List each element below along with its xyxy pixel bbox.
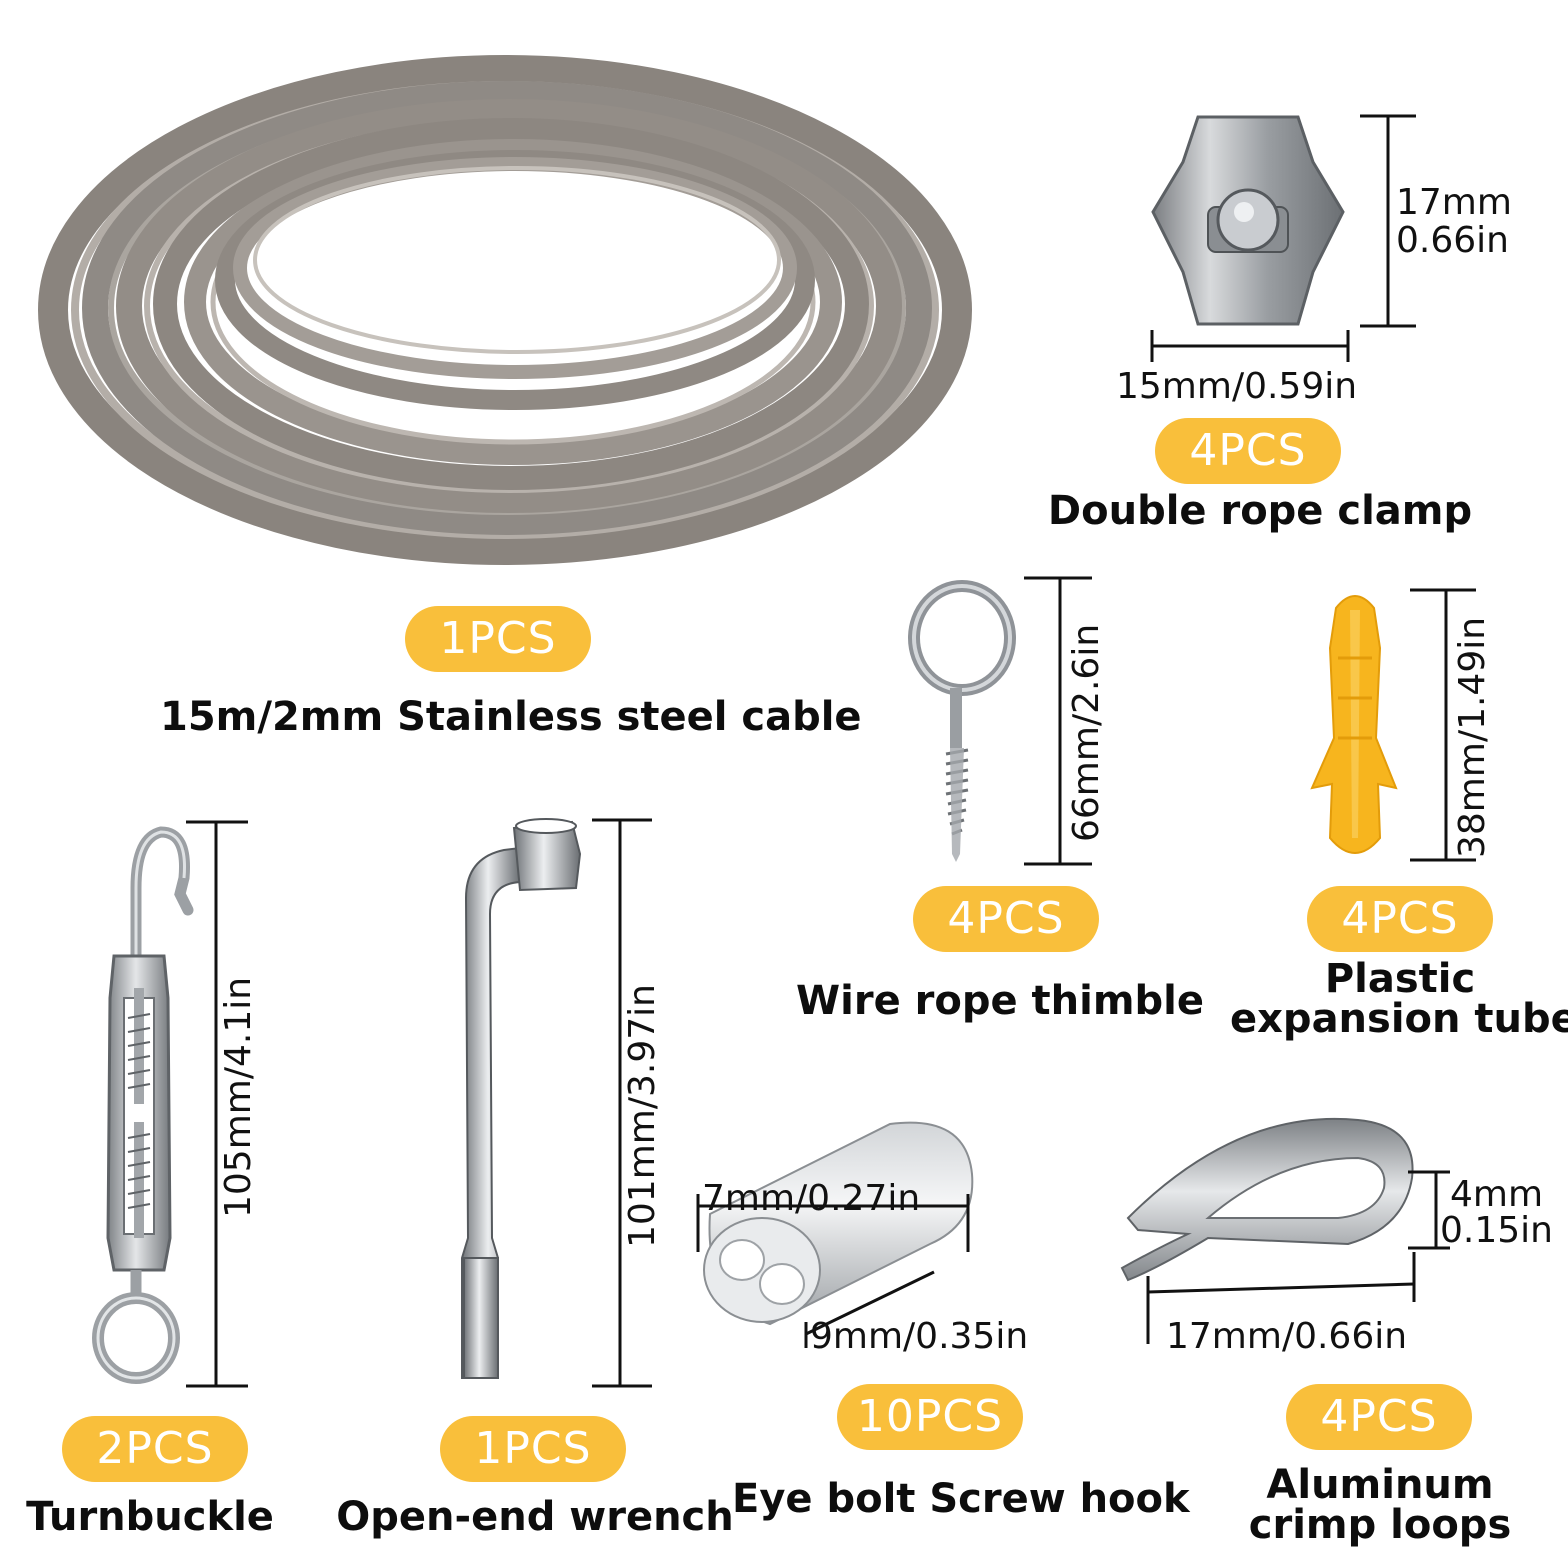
loops-name-line1: Aluminum [1266, 1462, 1494, 1508]
wire-thimble-image [1120, 1117, 1414, 1282]
clamp-width-dimension-line [1150, 330, 1350, 362]
socket-wrench-image [461, 818, 582, 1379]
tube-qty-badge: 4PCS [1307, 886, 1493, 952]
plastic-anchor-dimension: 38mm/1.49in [1452, 616, 1493, 858]
turnbuckle-dimension-line [186, 820, 248, 1388]
turnbuckle-name: Turnbuckle [26, 1494, 274, 1540]
loops-name-line2: crimp loops [1248, 1502, 1512, 1548]
thimble-qty-badge: 4PCS [913, 886, 1099, 952]
sleeve-dimension-lines [696, 1194, 970, 1348]
eyebolt-name: Eye bolt Screw hook [732, 1476, 1190, 1522]
wrench-qty-badge: 1PCS [440, 1416, 626, 1482]
eye-screw-dimension: 66mm/2.6in [1066, 623, 1107, 842]
tube-name-line1: Plastic [1324, 956, 1476, 1002]
clamp-height-mm: 17mm [1396, 182, 1512, 223]
wrench-dimension-line [592, 818, 652, 1388]
cable-qty-badge: 1PCS [405, 606, 591, 672]
clamp-qty-badge: 4PCS [1155, 418, 1341, 484]
plastic-anchor-dimension-line [1410, 588, 1476, 862]
clamp-width: 15mm/0.59in [1116, 366, 1358, 407]
loops-width: 17mm/0.66in [1166, 1316, 1408, 1357]
clamp-height-dimension-line [1360, 114, 1416, 328]
loops-qty-badge: 4PCS [1286, 1384, 1472, 1450]
tube-name-line2: expansion tube [1230, 996, 1568, 1042]
sleeve-dimension-a: 7mm/0.27in [702, 1178, 921, 1219]
turnbuckle-image [92, 826, 194, 1384]
cable-name: 15m/2mm Stainless steel cable [160, 694, 862, 740]
steel-cable-coil-image [38, 55, 972, 565]
eye-screw-dimension-line [1024, 576, 1092, 866]
loops-height-in: 0.15in [1440, 1210, 1553, 1251]
loops-height-mm: 4mm [1450, 1174, 1544, 1215]
eye-screw-image [908, 580, 1016, 862]
plastic-anchor-image [1310, 595, 1398, 854]
sleeve-dimension-b: 9mm/0.35in [810, 1316, 1029, 1357]
rope-clamp-image [1151, 115, 1345, 326]
eyebolt-qty-badge: 10PCS [837, 1384, 1023, 1450]
crimp-sleeve-image [703, 1121, 974, 1326]
clamp-height-in: 0.66in [1396, 220, 1509, 261]
wrench-name: Open-end wrench [336, 1494, 734, 1540]
loops-dimension-lines [1146, 1170, 1450, 1344]
turnbuckle-qty-badge: 2PCS [62, 1416, 248, 1482]
turnbuckle-dimension: 105mm/4.1in [218, 976, 259, 1218]
thimble-name: Wire rope thimble [796, 978, 1204, 1024]
wrench-dimension: 101mm/3.97in [622, 984, 663, 1248]
clamp-name: Double rope clamp [1047, 488, 1473, 534]
